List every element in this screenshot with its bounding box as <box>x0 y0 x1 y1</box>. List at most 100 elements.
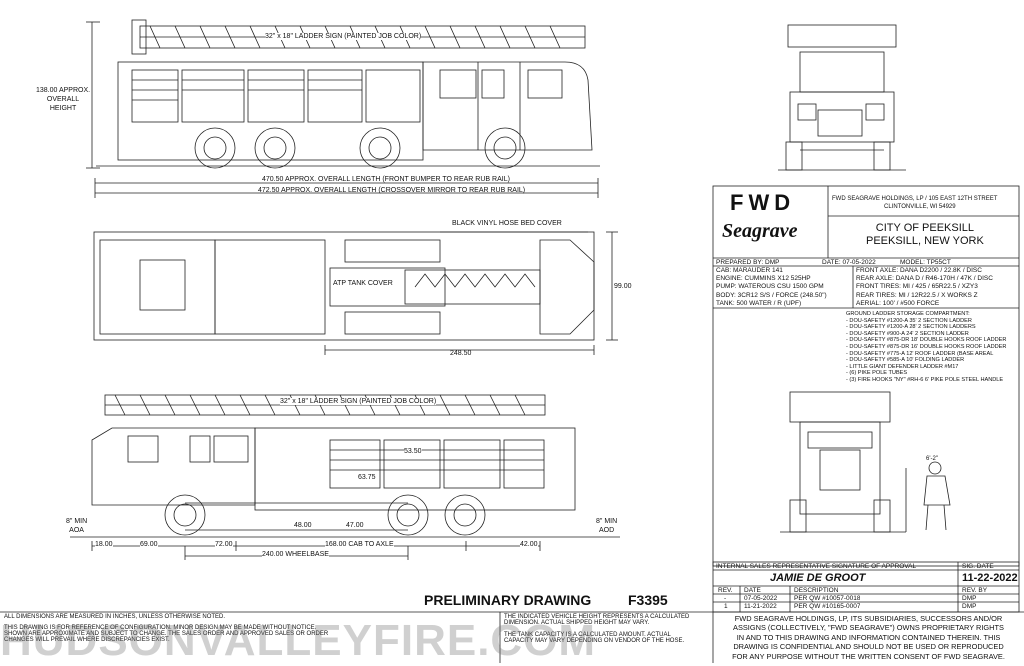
note-line: THE TANK CAPACITY IS A CALCULATED AMOUNT… <box>504 632 671 638</box>
customer-location: PEEKSILL, NEW YORK <box>866 235 984 247</box>
ladder-storage-heading: GROUND LADDER STORAGE COMPARTMENT: <box>846 311 970 317</box>
side-view-bottom <box>70 394 620 560</box>
approver-name: JAMIE DE GROOT <box>770 572 866 584</box>
rev-header-description: DESCRIPTION <box>794 587 839 594</box>
plan-view <box>93 231 618 355</box>
approval-header: INTERNAL SALES REPRESENTATIVE SIGNATURE … <box>716 563 917 570</box>
note-line: THIS DRAWING IS FOR REFERENCE OF CONFIGU… <box>4 625 317 631</box>
rev-row-1-rev: - <box>724 595 727 602</box>
note-line: CAPACITY MAY VARY DEPENDING ON VENDOR OF… <box>504 638 685 644</box>
rev-row-1-description: PER QW #10057-0018 <box>794 595 861 602</box>
list-item: - DOU-SAFETY #1200-A 28' 2 SECTION LADDE… <box>846 324 976 331</box>
overall-height-line-1: 138.00 APPROX. <box>36 87 91 94</box>
list-item: - DOU-SAFETY #875-DR 16' DOUBLE HOOKS RO… <box>846 343 1007 350</box>
spec-rear-axle: REAR AXLE: DANA D / R46-170H / 47K / DIS… <box>856 275 993 283</box>
preliminary-drawing-label: PRELIMINARY DRAWING <box>424 592 592 608</box>
sig-date-label: SIG. DATE <box>962 563 994 570</box>
length-dimension: 248.50 <box>450 350 472 357</box>
wheelbase: 240.00 WHEELBASE <box>262 551 329 558</box>
rev-row-1-date: 07-05-2022 <box>744 595 778 602</box>
specs-right: FRONT AXLE: DANA D2200 / 22.8K / DISC RE… <box>856 267 993 308</box>
spec-front-axle: FRONT AXLE: DANA D2200 / 22.8K / DISC <box>856 267 982 274</box>
watermark: HUDSONVALLEYFIRE.COM <box>0 616 597 665</box>
spec-front-tires: FRONT TIRES: MI / 425 / 65R22.5 / XZY3 <box>856 283 978 291</box>
model: MODEL: TP55CT <box>900 259 951 266</box>
spec-rear-tires: REAR TIRES: MI / 12R22.5 / X WORKS Z <box>856 291 978 299</box>
note-line: DIMENSION. ACTUAL SHIPPED HEIGHT MAY VAR… <box>504 620 650 626</box>
list-item: - DOU-SAFETY #900-A 24' 2 SECTION LADDER <box>846 330 969 337</box>
list-item: - (6) PIKE POLE TUBES <box>846 370 908 377</box>
list-item: - DOU-SAFETY #875-DR 18' DOUBLE HOOKS RO… <box>846 337 1007 344</box>
spec-cab: CAB: MARAUDER 141 <box>716 267 783 274</box>
overall-height-label: 138.00 APPROX. OVERALL HEIGHT <box>36 86 90 113</box>
rev-header-by: REV. BY <box>962 587 988 594</box>
notice-line: ASSIGNS (COLLECTIVELY, "FWD SEAGRAVE") O… <box>733 623 1004 633</box>
note-line: THE INDICATED VEHICLE HEIGHT REPRESENTS … <box>504 614 690 620</box>
ladder-sign-top: 32" x 18" LADDER SIGN (PAINTED JOB COLOR… <box>265 33 422 40</box>
aod-line-2: AOD <box>598 527 615 534</box>
rev-row-1-by: DMP <box>962 595 977 602</box>
list-item: - DOU-SAFETY #585-A 10' FOLDING LADDER <box>846 357 965 364</box>
note-line: SHOWN ARE APPROXIMATE AND SUBJECT TO CHA… <box>4 631 329 637</box>
aoa-line-2: AOA <box>69 527 84 534</box>
list-item: - DOU-SAFETY #775-A 12' ROOF LADDER (BAS… <box>846 350 994 357</box>
list-item: - (3) FIRE HOOKS "NY" #RH-6 6' PIKE POLE… <box>846 376 1004 383</box>
signature-date: 11-22-2022 <box>962 572 1018 584</box>
spec-aerial: AERIAL: 100' / #500 FORCE <box>856 299 940 307</box>
rear-view <box>780 391 951 533</box>
side-view-top <box>96 19 600 169</box>
seagrave-logo: Seagrave <box>722 220 798 242</box>
dim-69-00: 69.00 <box>140 541 158 548</box>
rev-row-2-date: 11-21-2022 <box>744 603 777 610</box>
aoa-line-1: 8" MIN <box>66 518 88 525</box>
specs-left: CAB: MARAUDER 141 ENGINE: CUMMINS X12 52… <box>716 267 827 308</box>
list-item: - DOU-SAFETY #1200-A 35' 2 SECTION LADDE… <box>846 317 972 324</box>
ladder-sign-side: 32" x 18" LADDER SIGN (PAINTED JOB COLOR… <box>280 398 437 405</box>
note-line: CHANGES WILL PREVAIL WHERE DISCREPANCIES… <box>4 637 170 643</box>
dim-42-00: 42.00 <box>520 541 538 548</box>
atp-tank-cover-label: ATP TANK COVER <box>333 280 393 287</box>
company-address: FWD SEAGRAVE HOLDINGS, LP / 105 EAST 12T… <box>832 195 997 211</box>
drawing-number: F3395 <box>628 592 668 608</box>
aod-label: 8" MIN AOD <box>596 517 617 535</box>
customer-name: CITY OF PEEKSILL PEEKSILL, NEW YORK <box>866 222 984 248</box>
hose-bed-cover-label: BLACK VINYL HOSE BED COVER <box>452 220 562 227</box>
notice-line: FWD SEAGRAVE HOLDINGS, LP, ITS SUBSIDIAR… <box>734 614 1003 623</box>
overall-height-line-3: HEIGHT <box>49 105 77 112</box>
prepared-by: PREPARED BY: DMP <box>716 259 780 266</box>
dim-18-00: 18.00 <box>95 541 113 548</box>
note-line: ALL DIMENSIONS ARE MEASURED IN INCHES, U… <box>4 614 226 620</box>
overall-length-1: 470.50 APPROX. OVERALL LENGTH (FRONT BUM… <box>262 176 510 183</box>
customer-city: CITY OF PEEKSILL <box>875 222 975 234</box>
height-capacity-notes: THE INDICATED VEHICLE HEIGHT REPRESENTS … <box>504 614 709 644</box>
fwd-logo: FWD <box>730 190 796 215</box>
rev-row-2-description: PER QW #10165-0007 <box>794 603 861 610</box>
notice-line: IN AND TO THIS DRAWING AND INFORMATION C… <box>736 632 1001 642</box>
dim-72-00: 72.00 <box>215 541 233 548</box>
rev-header-rev: REV. <box>718 587 733 594</box>
company-address-line-2: CLINTONVILLE, WI 54929 <box>884 204 956 210</box>
spec-engine: ENGINE: CUMMINS X12 525HP <box>716 275 811 283</box>
dim-47-00: 47.00 <box>346 522 364 529</box>
company-address-line-1: FWD SEAGRAVE HOLDINGS, LP / 105 EAST 12T… <box>832 196 998 202</box>
ladder-storage-list: GROUND LADDER STORAGE COMPARTMENT: - DOU… <box>846 311 1006 384</box>
dim-48-00: 48.00 <box>294 522 312 529</box>
notice-line: FOR ANY PURPOSE WITHOUT THE WRITTEN CONS… <box>732 651 1005 661</box>
rev-row-2-by: DMP <box>962 603 977 610</box>
list-item: - LITTLE GIANT DEFENDER LADDER #M17 <box>846 363 959 370</box>
spec-pump: PUMP: WATEROUS CSU 1500 GPM <box>716 283 824 291</box>
dim-63-75: 63.75 <box>358 474 376 481</box>
spec-tank: TANK: 500 WATER / R (UPF) <box>716 299 802 307</box>
general-notes: ALL DIMENSIONS ARE MEASURED IN INCHES, U… <box>4 614 494 643</box>
cab-to-axle: 168.00 CAB TO AXLE <box>325 541 394 548</box>
aoa-label: 8" MIN AOA <box>66 517 87 535</box>
overall-height-line-2: OVERALL <box>46 96 80 103</box>
drawing-date: DATE: 07-05-2022 <box>822 259 876 266</box>
rev-row-2-rev: 1 <box>724 603 728 610</box>
spec-body: BODY: 3CR12 S/S / FORCE (248.50") <box>716 291 827 299</box>
notice-line: DRAWING IS CONFIDENTIAL AND SHOULD NOT B… <box>733 642 1004 652</box>
overall-length-2: 472.50 APPROX. OVERALL LENGTH (CROSSOVER… <box>258 187 526 194</box>
dim-53-50: 53.50 <box>404 448 422 455</box>
rev-header-date: DATE <box>744 587 761 594</box>
